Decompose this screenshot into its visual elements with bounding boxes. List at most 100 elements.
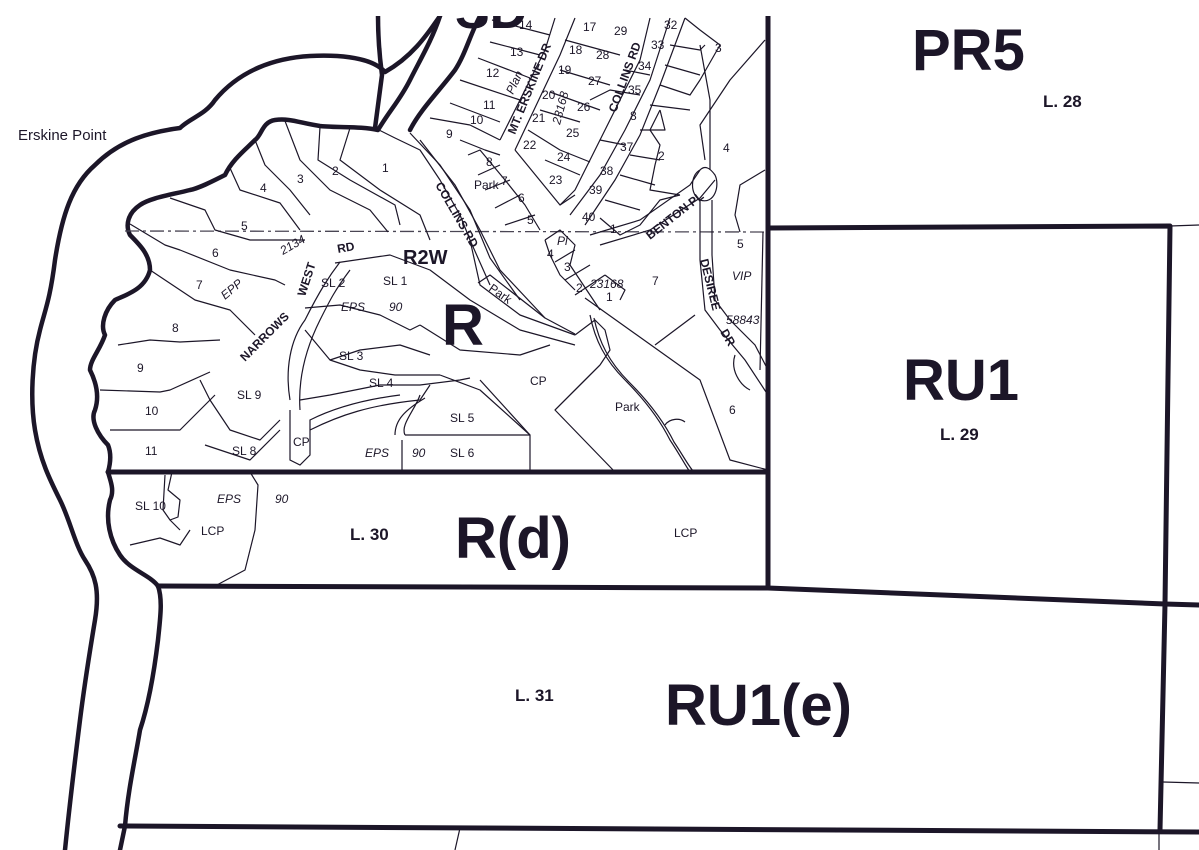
- plan-eps-a: EPS: [341, 300, 365, 314]
- parcel-ce-3: 3: [715, 41, 722, 55]
- lot-label-l28: L. 28: [1043, 92, 1082, 111]
- parcel-mte-14: 14: [519, 18, 533, 32]
- strata-sl3: SL 3: [339, 349, 364, 363]
- plan-epp: EPP: [218, 276, 245, 302]
- parcel-west-6: 6: [212, 246, 219, 260]
- zone-label-r: R: [442, 293, 484, 358]
- parcel-mte-11: 11: [483, 98, 496, 112]
- parcel-west-3: 3: [297, 172, 304, 186]
- parcel-ce-37: 37: [620, 140, 634, 154]
- lot-label-l29: L. 29: [940, 425, 979, 444]
- parcel-mte-25: 25: [566, 126, 580, 140]
- parcel-west-10: 10: [145, 404, 159, 418]
- parcel-west-5: 5: [241, 219, 248, 233]
- parcel-mte-19: 19: [558, 63, 572, 77]
- lcp-label-1: LCP: [201, 524, 224, 538]
- parcel-west-8: 8: [172, 321, 179, 335]
- parcel-west-9: 9: [137, 361, 144, 375]
- zone-label-r2w: R2W: [403, 247, 448, 269]
- strata-sl5: SL 5: [450, 411, 475, 425]
- plan-vip: VIP: [732, 269, 751, 283]
- plan-eps-b: EPS: [365, 446, 389, 460]
- strata-sl4: SL 4: [369, 376, 394, 390]
- parcel-mte-28: 28: [596, 48, 610, 62]
- lcp-label-2: LCP: [674, 526, 697, 540]
- strata-sl8: SL 8: [232, 444, 257, 458]
- parcel-ce-32: 32: [664, 18, 678, 32]
- road-pl: Pl: [557, 234, 568, 248]
- strata-sl6: SL 6: [450, 446, 475, 460]
- plan-2134: 2134: [277, 232, 308, 258]
- zone-label-ru1: RU1: [903, 348, 1019, 413]
- parcel-ce-38: 38: [600, 164, 614, 178]
- parcel-mte-29: 29: [614, 24, 628, 38]
- plan-eps-c: EPS: [217, 492, 241, 506]
- parcel-mte-20: 20: [542, 88, 556, 102]
- parcel-west-1: 1: [382, 161, 389, 175]
- parcel-mte-10: 10: [470, 113, 484, 127]
- parcel-pl-1: 1: [606, 290, 613, 304]
- parcel-mte-27: 27: [588, 74, 602, 88]
- parcel-ce-35: 35: [628, 83, 642, 97]
- plan-23168-south: 23168: [589, 277, 624, 291]
- zone-label-rd: R(d): [455, 506, 571, 571]
- plan-90-c: 90: [275, 492, 289, 506]
- park-label-1: Park: [474, 178, 500, 192]
- parcel-ce-39: 39: [589, 183, 603, 197]
- district-lot-labels: L. 28 L. 29 L. 30 L. 31: [350, 92, 1082, 705]
- parcel-mte-12: 12: [486, 66, 500, 80]
- parcel-mte-13: 13: [510, 45, 524, 59]
- parcel-west-11: 11: [145, 444, 158, 458]
- parcel-mte-24: 24: [557, 150, 571, 164]
- parcel-west-4: 4: [260, 181, 267, 195]
- parcel-collins-7: 7: [501, 174, 508, 188]
- parcel-west-2: 2: [332, 164, 339, 178]
- strata-sl1: SL 1: [383, 274, 408, 288]
- strata-sl10: SL 10: [135, 499, 166, 513]
- zone-label-pr5: PR5: [912, 18, 1025, 83]
- parcel-collins-5: 5: [527, 213, 534, 227]
- zone-boundaries: [105, 13, 1199, 850]
- parcel-ce-40: 40: [582, 210, 596, 224]
- parcel-east-5: 5: [737, 237, 744, 251]
- strata-sl2: SL 2: [321, 276, 346, 290]
- parcel-east-7: 7: [652, 274, 659, 288]
- parcel-west-7: 7: [196, 278, 203, 292]
- parcel-collins-8: 8: [486, 155, 493, 169]
- park-label-3: Park: [615, 400, 641, 414]
- parcel-pl-3: 3: [564, 260, 571, 274]
- road-west: WEST: [295, 260, 319, 298]
- parcel-mte-18: 18: [569, 43, 583, 57]
- parcel-labels: 1 2 3 4 5 6 7 8 9 10 11 14 13 12 11 10 9…: [135, 18, 744, 540]
- zone-labels: PR5 RU1 R R2W R(d) RU1(e): [403, 18, 1025, 738]
- parcel-mte-26: 26: [577, 100, 591, 114]
- parcel-collins-6: 6: [518, 191, 525, 205]
- parcel-ce-1: 1: [610, 222, 617, 236]
- plan-58843: 58843: [726, 313, 760, 327]
- parcel-mte-22: 22: [523, 138, 537, 152]
- road-rd: RD: [336, 239, 356, 256]
- zone-label-ru1e: RU1(e): [665, 673, 852, 738]
- parcel-mte-21: 21: [532, 111, 546, 125]
- place-erskine-point: Erskine Point: [18, 127, 107, 144]
- plan-90-a: 90: [389, 300, 403, 314]
- strata-sl9: SL 9: [237, 388, 262, 402]
- lot-label-l31: L. 31: [515, 686, 554, 705]
- parcel-lines: [99, 17, 769, 587]
- parcel-ce-33: 33: [651, 38, 665, 52]
- road-narrows: NARROWS: [237, 309, 292, 364]
- parcel-ce-8: 8: [630, 109, 637, 123]
- lot-label-l30: L. 30: [350, 525, 389, 544]
- parcel-pl-2: 2: [576, 281, 583, 295]
- parcel-ce-2: 2: [658, 149, 665, 163]
- parcel-east-6: 6: [729, 403, 736, 417]
- plan-90-b: 90: [412, 446, 426, 460]
- parcel-pl-4: 4: [547, 247, 554, 261]
- cp-label-1: CP: [530, 374, 547, 388]
- park-label-2: Park: [486, 281, 515, 307]
- parcel-mte-9: 9: [446, 127, 453, 141]
- cp-label-2: CP: [293, 435, 310, 449]
- parcel-mte-23: 23: [549, 173, 563, 187]
- parcel-ce-4: 4: [723, 141, 730, 155]
